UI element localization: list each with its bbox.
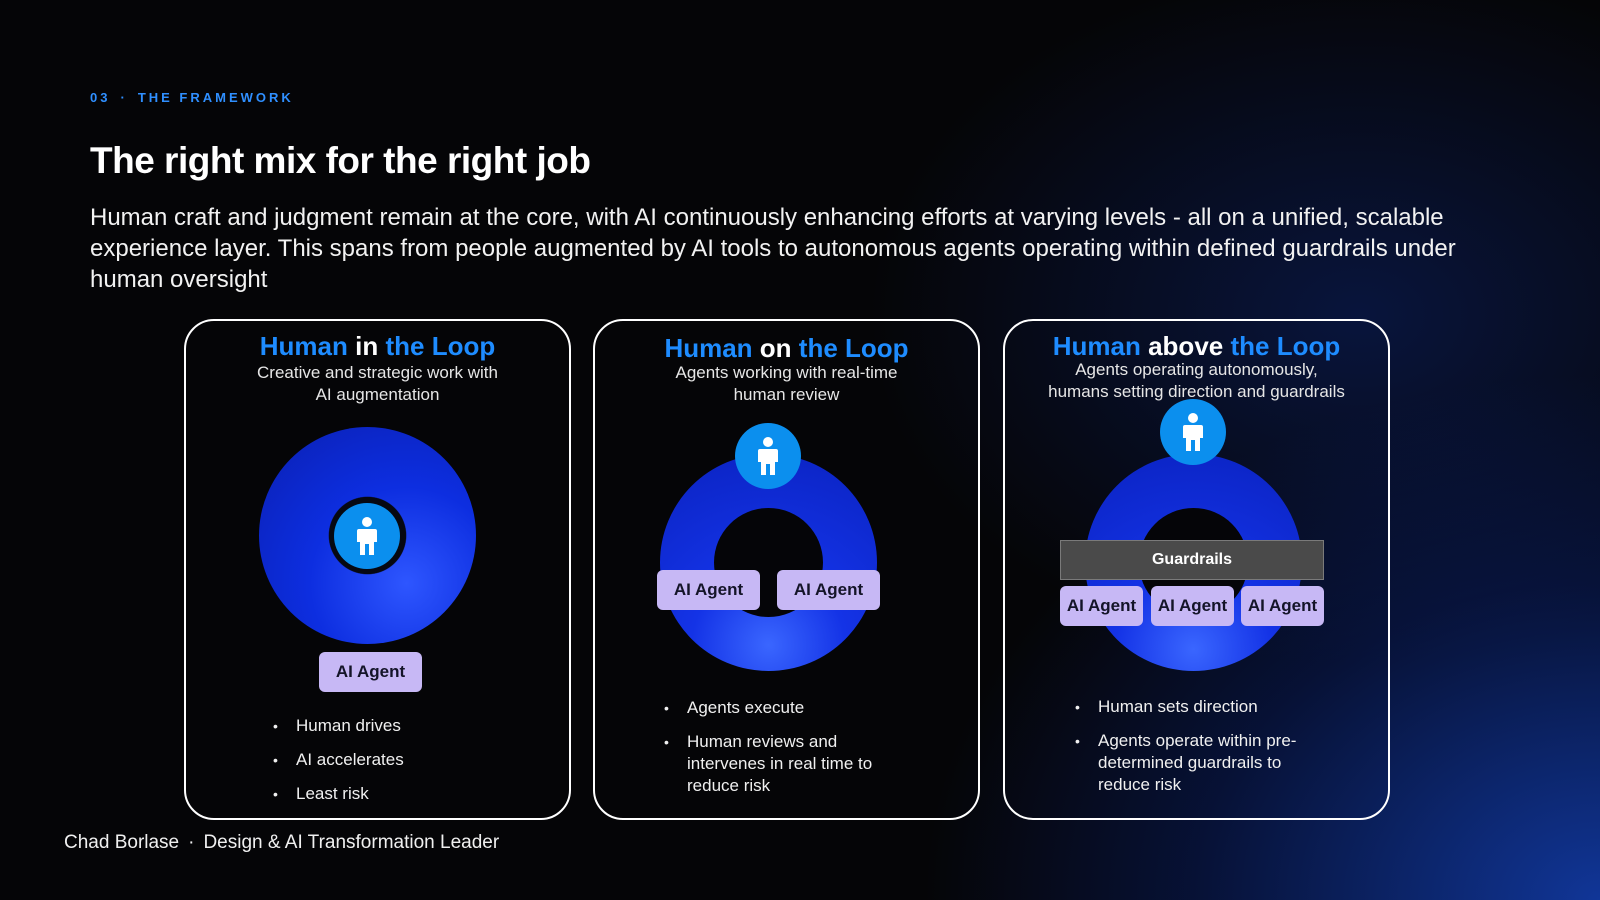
bullet-item: Human reviews and intervenes in real tim… [664,731,904,797]
card-title-part: Human [664,333,753,363]
section-eyebrow: 03 · THE FRAMEWORK [90,90,294,105]
guardrails-bar: Guardrails [1060,540,1324,580]
eyebrow-separator: · [120,90,128,105]
card-bullets: Human drives AI accelerates Least risk [273,715,533,817]
person-icon [334,503,400,569]
page-subtitle: Human craft and judgment remain at the c… [90,204,1456,293]
ai-agent-chip: AI Agent [1241,586,1324,626]
card-title-part: the Loop [1230,331,1341,361]
card-title: Human above the Loop [1005,331,1388,362]
footer-name: Chad Borlase [64,832,180,853]
card-description-line: Agents working with real-time [675,363,898,382]
bullet-item: Human sets direction [1075,696,1325,718]
card-title-part: in [355,331,379,361]
bullet-item: Agents execute [664,697,904,719]
person-icon [735,423,801,489]
bullet-item: Agents operate within pre-determined gua… [1075,730,1325,796]
page-title: The right mix for the right job [90,140,591,181]
ai-agent-chip: AI Agent [319,652,422,692]
person-icon [1160,399,1226,465]
card-description-line: Agents operating autonomously, [1075,360,1318,379]
card-description: Agents working with real-time human revi… [595,362,978,406]
ai-agent-chip: AI Agent [777,570,880,610]
card-title: Human on the Loop [595,333,978,364]
section-label: THE FRAMEWORK [137,90,294,105]
card-bullets: Agents execute Human reviews and interve… [664,697,904,809]
card-human-in-the-loop: Human in the Loop Creative and strategic… [184,319,571,820]
card-description: Agents operating autonomously, humans se… [1005,359,1388,403]
ai-agent-chip: AI Agent [1060,586,1143,626]
ai-agent-chip: AI Agent [657,570,760,610]
bullet-item: Human drives [273,715,533,737]
card-title-part: the Loop [385,331,496,361]
card-title-part: on [759,333,792,363]
card-title-part: the Loop [798,333,909,363]
bullet-item: AI accelerates [273,749,533,771]
card-description-line: human review [733,385,840,404]
card-description-line: Creative and strategic work with [257,363,498,382]
card-human-on-the-loop: Human on the Loop Agents working with re… [593,319,980,820]
card-bullets: Human sets direction Agents operate with… [1075,696,1325,808]
card-title-part: Human [259,331,348,361]
card-description: Creative and strategic work with AI augm… [186,362,569,406]
card-description-line: AI augmentation [315,385,440,404]
card-title-part: Human [1052,331,1141,361]
footer-separator: · [188,832,195,853]
card-human-above-the-loop: Human above the Loop Agents operating au… [1003,319,1390,820]
footer-credit: Chad Borlase · Design & AI Transformation … [64,832,499,854]
section-number: 03 [90,90,111,105]
ai-agent-chip: AI Agent [1151,586,1234,626]
card-title-part: above [1148,331,1224,361]
card-description-line: humans setting direction and guardrails [1048,382,1345,401]
card-title: Human in the Loop [186,331,569,362]
bullet-item: Least risk [273,783,533,805]
footer-role: Design & AI Transformation Leader [203,832,500,853]
